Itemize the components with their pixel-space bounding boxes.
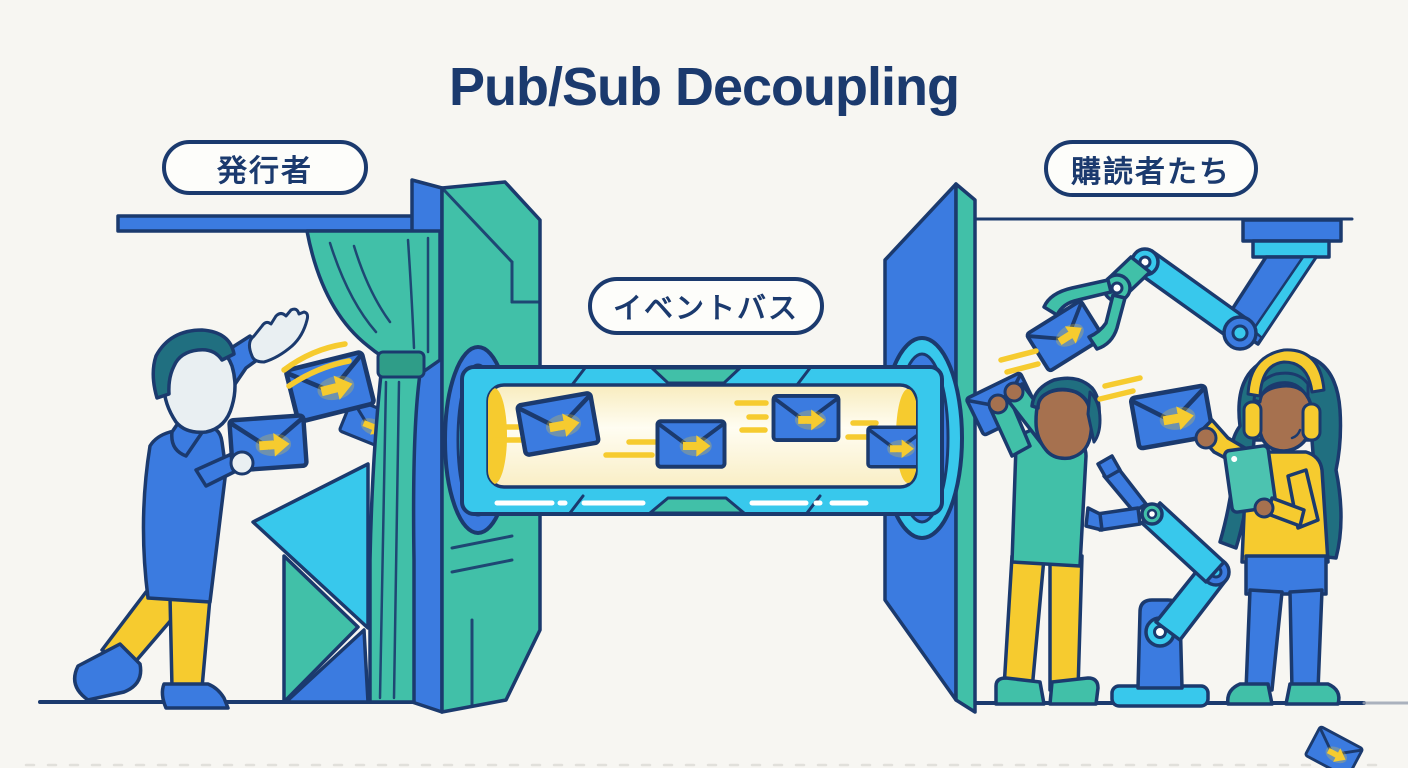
speed-lines bbox=[281, 341, 352, 389]
incoming-envelope bbox=[1097, 375, 1213, 449]
pipe-glow-left bbox=[488, 388, 507, 484]
page-title: Pub/Sub Decoupling bbox=[449, 57, 960, 117]
curtain bbox=[305, 229, 442, 704]
event-bus-pipe bbox=[460, 365, 944, 516]
ceiling-robot-arm bbox=[998, 218, 1343, 375]
speed-lines bbox=[998, 348, 1041, 375]
publisher-figure bbox=[72, 307, 310, 710]
event-bus-label-badge: イベントバス bbox=[588, 277, 824, 335]
wall-base-shapes bbox=[251, 462, 370, 704]
speed-lines bbox=[1097, 375, 1143, 402]
open-hand bbox=[247, 307, 310, 364]
publisher-hair bbox=[151, 328, 236, 400]
floor-robot-arm bbox=[1084, 454, 1231, 708]
subscribers-label-badge: 購読者たち bbox=[1044, 140, 1258, 197]
envelope-icon bbox=[1303, 724, 1365, 768]
thrown-envelopes bbox=[229, 341, 374, 476]
envelope-icon bbox=[771, 393, 841, 443]
subscriber-woman-figure bbox=[1194, 348, 1343, 706]
headphones-icon bbox=[1242, 348, 1326, 442]
pipe-trim bbox=[494, 366, 869, 515]
envelope-icon bbox=[517, 393, 599, 455]
publisher-label-badge: 発行者 bbox=[162, 140, 368, 195]
speed-lines bbox=[492, 400, 879, 458]
subscriber-man-face bbox=[1034, 388, 1094, 461]
gripping-hand bbox=[229, 450, 255, 476]
publisher-label: 発行者 bbox=[217, 154, 313, 188]
subscriber-man-figure bbox=[964, 370, 1102, 706]
envelope-icon bbox=[658, 421, 725, 467]
ceiling-beam-left bbox=[116, 214, 432, 233]
subscribers-label: 購読者たち bbox=[1071, 155, 1231, 189]
tablet-icon bbox=[1222, 444, 1278, 514]
event-bus-label: イベントバス bbox=[612, 293, 799, 325]
